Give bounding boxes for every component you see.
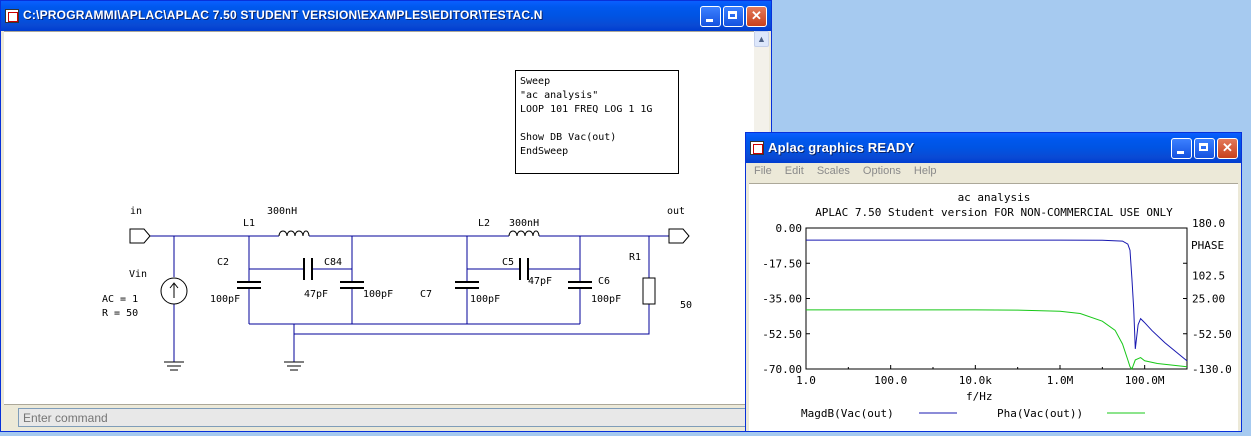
resistor-R1-symbol	[642, 277, 656, 305]
port-out-symbol	[668, 228, 690, 244]
menu-help[interactable]: Help	[913, 165, 937, 177]
C5-label: C5	[502, 257, 514, 268]
wire	[248, 236, 304, 270]
vin-r-label: R = 50	[102, 308, 138, 319]
graphics-title: Aplac graphics READY	[768, 140, 915, 155]
C6-value-label: 100pF	[591, 294, 621, 305]
command-input[interactable]	[18, 408, 748, 427]
source-arrow-icon	[169, 282, 179, 298]
y-left-tick-label: 0.00	[776, 222, 803, 235]
minimize-button[interactable]	[700, 6, 721, 27]
y-right-tick-label: -130.0	[1192, 363, 1232, 376]
x-tick-label: 100.0M	[1125, 374, 1165, 387]
series-phase-line	[806, 309, 1188, 370]
inductor-L1-symbol	[278, 230, 310, 237]
maximize-button[interactable]	[723, 6, 744, 27]
menu-options[interactable]: Options	[862, 165, 901, 177]
C7-value-label: 100pF	[470, 294, 500, 305]
x-tick-label: 1.0M	[1047, 374, 1074, 387]
capacitor-C84-symbol	[303, 258, 313, 280]
wire	[294, 236, 650, 335]
aplac-graphics-icon[interactable]	[750, 141, 764, 155]
scroll-up-button[interactable]: ▲	[754, 31, 769, 47]
plot-area[interactable]: ac analysis APLAC 7.50 Student version F…	[749, 183, 1238, 431]
node-in-label: in	[130, 206, 142, 217]
vin-ac-label: AC = 1	[102, 294, 138, 305]
sweep-definition-box[interactable]: Sweep "ac analysis" LOOP 101 FREQ LOG 1 …	[515, 70, 679, 174]
schematic-drawing: in out Vin AC = 1 R = 50 L1 300nH L2 300…	[102, 206, 692, 371]
C6-label: C6	[598, 276, 610, 287]
aplac-app-icon[interactable]	[5, 9, 19, 23]
y-left-tick-label: -35.00	[762, 293, 802, 306]
capacitor-C84-shunt-symbol	[340, 281, 364, 289]
L2-value-label: 300nH	[509, 218, 539, 229]
C84-label: C84	[324, 257, 342, 268]
y-left-tick-label: -70.00	[762, 363, 802, 376]
C7-label: C7	[420, 289, 432, 300]
menu-file[interactable]: File	[754, 165, 772, 177]
menu-edit[interactable]: Edit	[784, 165, 804, 177]
chart-subtitle: APLAC 7.50 Student version FOR NON-COMME…	[815, 206, 1173, 219]
L2-label: L2	[478, 218, 490, 229]
menu-scales[interactable]: Scales	[816, 165, 850, 177]
y-right-tick-label: 102.5	[1192, 269, 1225, 282]
editor-titlebar[interactable]: C:\PROGRAMMI\APLAC\APLAC 7.50 STUDENT VE…	[1, 1, 771, 31]
editor-window: C:\PROGRAMMI\APLAC\APLAC 7.50 STUDENT VE…	[0, 0, 772, 432]
x-tick-label: 10.0k	[959, 374, 992, 387]
node-out-label: out	[667, 206, 685, 217]
graphics-minimize-button[interactable]	[1171, 138, 1192, 159]
capacitor-C5-symbol	[519, 258, 529, 280]
legend-mag-label: MagdB(Vac(out)	[801, 407, 894, 420]
capacitor-C2-symbol	[237, 281, 261, 289]
C2-value-label: 100pF	[210, 294, 240, 305]
wire	[528, 236, 581, 270]
y-right-tick-label: -52.50	[1192, 328, 1232, 341]
R1-label: R1	[629, 252, 641, 263]
C2-label: C2	[217, 257, 229, 268]
C5-value-label: 47pF	[528, 276, 552, 287]
y-left-tick-label: -17.50	[762, 257, 802, 270]
L1-label: L1	[243, 218, 255, 229]
chart-title: ac analysis	[958, 191, 1031, 204]
vin-label: Vin	[129, 269, 147, 280]
ground-symbol-left	[164, 361, 184, 371]
port-in-symbol	[129, 228, 151, 244]
inductor-L2-symbol	[508, 230, 540, 237]
y-right-tick-label: 25.00	[1192, 293, 1225, 306]
legend-pha-label: Pha(Vac(out))	[997, 407, 1083, 420]
graphics-window: Aplac graphics READY ✕ File Edit Scales …	[745, 132, 1242, 432]
command-bar	[4, 404, 769, 431]
L1-value-label: 300nH	[267, 206, 297, 217]
graphics-menubar: File Edit Scales Options Help	[749, 163, 1238, 181]
schematic-canvas[interactable]: in out Vin AC = 1 R = 50 L1 300nH L2 300…	[4, 31, 754, 404]
capacitor-C6-symbol	[568, 281, 592, 289]
graphics-titlebar[interactable]: Aplac graphics READY ✕	[746, 133, 1241, 163]
x-tick-label: 100.0	[874, 374, 907, 387]
C84-value-label: 47pF	[304, 289, 328, 300]
x-axis-label: f/Hz	[966, 390, 993, 403]
series-magdb-line	[806, 239, 1188, 362]
graphics-close-button[interactable]: ✕	[1217, 138, 1238, 159]
C84-shunt-value-label: 100pF	[363, 289, 393, 300]
editor-title: C:\PROGRAMMI\APLAC\APLAC 7.50 STUDENT VE…	[23, 8, 543, 22]
ac-analysis-chart: ac analysis APLAC 7.50 Student version F…	[762, 191, 1232, 420]
right-axis-label: PHASE	[1191, 239, 1224, 252]
R1-value-label: 50	[680, 300, 692, 311]
close-button[interactable]: ✕	[746, 6, 767, 27]
capacitor-C7-symbol	[455, 281, 479, 289]
ground-symbol-center	[284, 361, 304, 371]
y-right-tick-label: 180.0	[1192, 217, 1225, 230]
x-tick-label: 1.0	[796, 374, 816, 387]
y-left-tick-label: -52.50	[762, 328, 802, 341]
graphics-maximize-button[interactable]	[1194, 138, 1215, 159]
